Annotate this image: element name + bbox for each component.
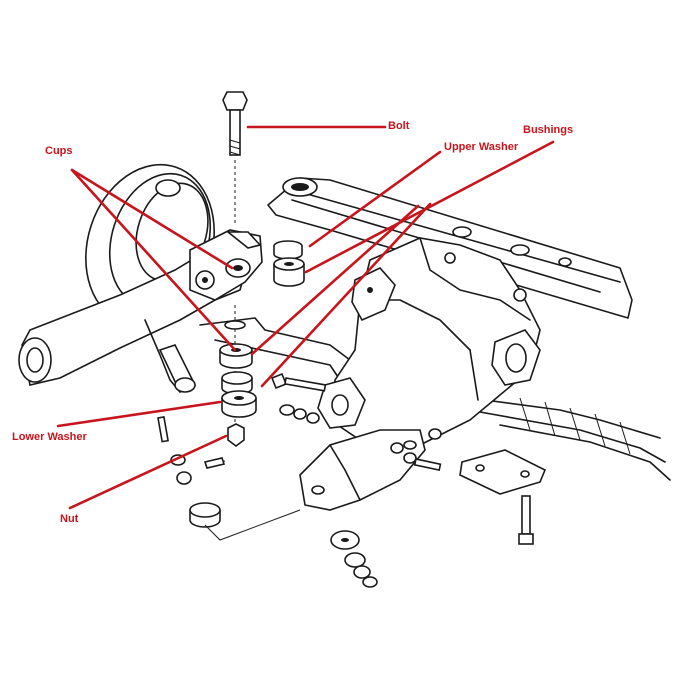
- center-bracket: [299, 429, 426, 511]
- label-cups: Cups: [45, 145, 73, 157]
- cups-leader-2: [70, 168, 237, 352]
- label-upper-washer: Upper Washer: [444, 141, 519, 153]
- lower-leaf-spring: [199, 317, 671, 481]
- hardware: [157, 372, 547, 588]
- nut-leader: [68, 434, 228, 510]
- label-nut: Nut: [60, 513, 79, 525]
- bushings-leader-1: [304, 140, 555, 274]
- lower-washer-leader: [56, 400, 222, 428]
- upper-washer-leader-1: [308, 150, 442, 248]
- upper-washer-leader-2: [250, 204, 420, 356]
- label-lower-washer: Lower Washer: [12, 431, 87, 443]
- differential-housing: [317, 237, 541, 456]
- bushings-leader-2: [260, 202, 432, 388]
- label-bushings: Bushings: [523, 124, 574, 136]
- callout-lines: [56, 125, 555, 510]
- label-bolt: Bolt: [388, 120, 410, 132]
- bolt-part: [222, 91, 248, 225]
- cups-leader-1: [70, 168, 234, 270]
- lower-stack: [219, 305, 257, 447]
- upper-bushings: [273, 240, 305, 287]
